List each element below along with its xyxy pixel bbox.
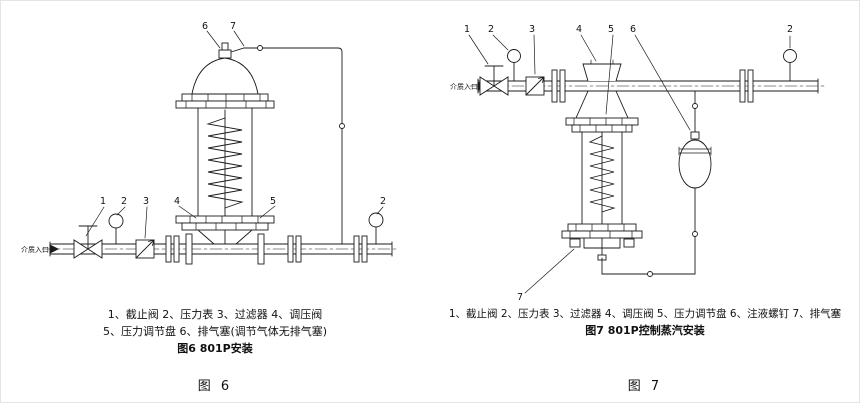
callout-6: 6 — [630, 24, 636, 35]
bonnet — [582, 63, 622, 82]
figure-7-legend: 1、截止阀 2、压力表 3、过滤器 4、调压阀 5、压力调节盘 6、注液螺钉 7… — [449, 306, 841, 339]
callout-1: 1 — [464, 24, 470, 35]
figure-6-legend: 1、截止阀 2、压力表 3、过滤器 4、调压阀 5、压力调节盘 6、排气塞(调节… — [103, 306, 327, 357]
callout-7: 7 — [517, 292, 523, 303]
flange-pair-far-right — [353, 235, 368, 263]
callout-2-right: 2 — [380, 196, 386, 207]
figure-6-diagram: 6 7 1 2 3 4 5 2 介质入口 — [21, 21, 399, 265]
callout-leaders — [85, 30, 384, 239]
figure-6-subcaption: 图6 801P安装 — [177, 342, 253, 356]
flange-bolts — [189, 215, 259, 231]
callout-3: 3 — [143, 196, 149, 207]
callout-4: 4 — [576, 24, 582, 35]
flange-pair-left — [551, 69, 566, 103]
main-pipe — [469, 78, 825, 94]
shutoff-valve — [73, 225, 103, 259]
flange-pair-right — [739, 69, 754, 103]
pressure-gauge-left — [108, 213, 124, 245]
callout-5: 5 — [608, 24, 614, 35]
figure-7-label: 图 7 — [627, 379, 663, 394]
callout-3: 3 — [529, 24, 535, 35]
condensate-pot-circuit — [601, 90, 712, 277]
callout-6: 6 — [202, 21, 208, 32]
regulator-valve — [561, 59, 643, 261]
legend-line-2: 5、压力调节盘 6、排气塞(调节气体无排气塞) — [102, 325, 328, 339]
callout-2: 2 — [488, 24, 494, 35]
inlet-label: 介质入口 — [450, 82, 478, 91]
filter — [135, 239, 155, 259]
shutoff-valve — [479, 65, 509, 96]
condensate-pot — [678, 139, 712, 189]
flange-bolts — [573, 117, 627, 133]
pressure-gauge-left — [507, 49, 521, 82]
flange-pair-right — [287, 235, 302, 263]
figure-6-label: 图 6 — [197, 379, 233, 394]
vent-plug-cap — [221, 42, 229, 51]
vent-plug — [218, 49, 232, 59]
sensing-line — [230, 45, 345, 245]
callout-4: 4 — [174, 196, 180, 207]
flange-bolts — [185, 93, 267, 109]
figure-7: 1 2 3 4 5 6 2 7 介质入口 1、截止阀 2、压力表 3、过滤器 4… — [430, 0, 860, 403]
figure-7-diagram: 1 2 3 4 5 6 2 7 介质入口 — [450, 24, 825, 303]
filling-screw — [690, 131, 700, 140]
callout-1: 1 — [100, 196, 106, 207]
figure-6: 6 7 1 2 3 4 5 2 介质入口 1、截止阀 2、压力表 3、过滤器 4… — [21, 21, 399, 394]
inlet-arrow — [49, 244, 60, 254]
figure-7-subcaption: 图7 801P控制蒸汽安装 — [585, 324, 705, 338]
flange-pair-left — [165, 235, 180, 263]
inlet-label: 介质入口 — [21, 245, 49, 254]
callout-5: 5 — [270, 196, 276, 207]
pressure-gauge-right — [783, 49, 797, 82]
actuator-dome — [191, 57, 259, 95]
side-fitting — [623, 238, 635, 248]
legend-line-1: 1、截止阀 2、压力表 3、过滤器 4、调压阀 — [107, 308, 323, 321]
flange-bolts — [569, 223, 633, 239]
callout-2: 2 — [121, 196, 127, 207]
regulator-valve — [175, 42, 275, 265]
vent-plug — [569, 238, 581, 248]
callout-leaders — [468, 34, 791, 294]
pressure-gauge-right — [368, 212, 384, 245]
filter — [525, 76, 545, 96]
callout-2-right: 2 — [787, 24, 793, 35]
callout-7: 7 — [230, 21, 236, 32]
legend-line-1: 1、截止阀 2、压力表 3、过滤器 4、调压阀 5、压力调节盘 6、注液螺钉 7… — [448, 308, 842, 320]
